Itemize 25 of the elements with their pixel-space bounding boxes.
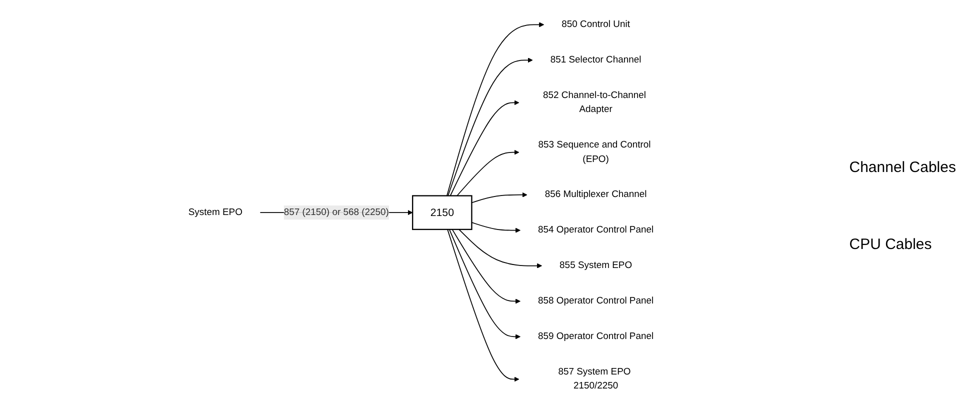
bracket-label: Channel Cables: [849, 158, 956, 176]
arrow: [446, 22, 544, 196]
node-text: 855 System EPO: [560, 260, 632, 270]
node-text: System EPO: [188, 207, 242, 218]
node-text: 852 Channel-to-Channel Adapter: [542, 90, 646, 114]
node-text: 851 Selector Channel: [550, 54, 642, 65]
arrow: [447, 228, 520, 382]
node-text: 859 Operator Control Panel: [538, 331, 654, 342]
arrow: [448, 228, 520, 340]
arrow: [471, 222, 520, 233]
node-text: 853 Sequence and Control (EPO): [538, 140, 651, 164]
node-box: 2150: [412, 195, 472, 230]
node-text: 850 Control Unit: [562, 19, 630, 30]
node-text: 858 Operator Control Panel: [538, 296, 654, 306]
node-text: 857 System EPO 2150/2250: [558, 366, 631, 392]
arrow: [450, 100, 520, 196]
arrow: [452, 228, 520, 304]
arrow: [458, 228, 542, 268]
arrow: [456, 150, 520, 196]
arrow: [471, 192, 528, 204]
node-text: 854 Operator Control Panel: [538, 225, 654, 236]
bracket-label: CPU Cables: [849, 236, 933, 252]
node-text: 856 Multiplexer Channel: [544, 190, 647, 200]
edge-label: 857 (2150) or 568 (2250): [284, 207, 389, 218]
arrow: [448, 58, 533, 196]
